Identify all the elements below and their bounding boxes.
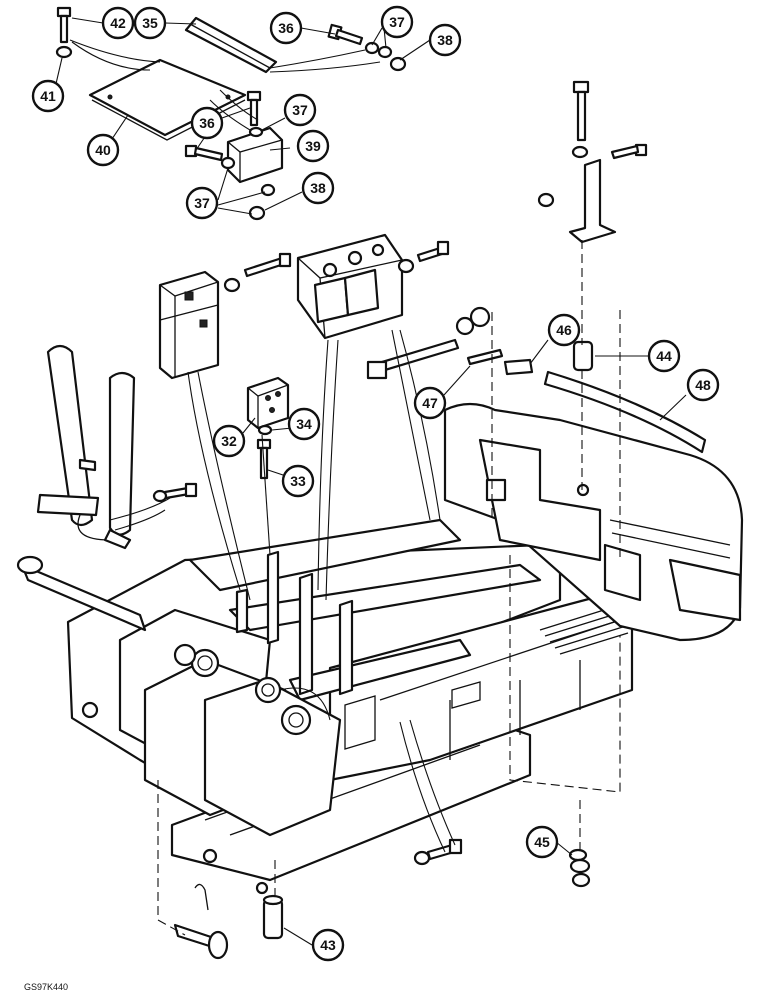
shim-strip: [543, 370, 707, 454]
callout-36-top: 36: [269, 11, 303, 45]
pin-47: [466, 348, 504, 366]
callout-37-low: 37: [185, 186, 219, 220]
svg-text:36: 36: [278, 20, 294, 36]
svg-text:44: 44: [656, 348, 672, 364]
callout-37-mid: 37: [283, 93, 317, 127]
angle-bracket-right: [568, 158, 617, 244]
svg-text:34: 34: [296, 416, 312, 432]
callout-37-top: 37: [380, 5, 414, 39]
svg-text:38: 38: [437, 32, 453, 48]
svg-text:38: 38: [310, 180, 326, 196]
sleeve-44: [572, 340, 594, 372]
angle-bracket-39: [226, 126, 284, 184]
bolt-36-top: [327, 23, 364, 46]
connection-curves: [69, 39, 456, 853]
callout-43: 43: [311, 928, 345, 962]
bolt-ladder: [163, 482, 198, 500]
callout-32: 32: [212, 424, 246, 458]
svg-text:43: 43: [320, 937, 336, 953]
callout-45: 45: [525, 825, 559, 859]
svg-text:35: 35: [142, 15, 158, 31]
counterweight: [443, 402, 744, 642]
bolt-valve-left: [243, 252, 292, 278]
callout-40: 40: [86, 133, 120, 167]
callout-41: 41: [31, 79, 65, 113]
bolt-36-left: [184, 144, 224, 162]
svg-text:45: 45: [534, 834, 550, 850]
bolt-42: [56, 6, 72, 44]
long-tie-bolt: [366, 338, 460, 380]
callout-48: 48: [686, 368, 720, 402]
svg-text:39: 39: [305, 138, 321, 154]
callout-46: 46: [547, 313, 581, 347]
callout-44: 44: [647, 339, 681, 373]
svg-text:36: 36: [199, 115, 215, 131]
callout-38-low: 38: [301, 171, 335, 205]
callout-34: 34: [287, 407, 321, 441]
svg-text:37: 37: [292, 102, 308, 118]
svg-text:33: 33: [290, 473, 306, 489]
callout-47: 47: [413, 386, 447, 420]
callout-33: 33: [281, 464, 315, 498]
callout-42: 42: [101, 6, 135, 40]
svg-text:41: 41: [40, 88, 56, 104]
svg-text:37: 37: [194, 195, 210, 211]
spacer-46: [503, 358, 534, 376]
svg-text:48: 48: [695, 377, 711, 393]
callout-36-mid: 36: [190, 106, 224, 140]
callout-38-top: 38: [428, 23, 462, 57]
mounting-strap: [184, 16, 278, 74]
access-step-ladder: [36, 344, 136, 550]
bolt-valve-right: [416, 240, 450, 263]
leader-lines: [54, 17, 687, 946]
svg-text:46: 46: [556, 322, 572, 338]
valve-block-small: [246, 376, 290, 430]
clevis-pin: [173, 883, 229, 960]
callout-39: 39: [296, 129, 330, 163]
main-frame: [16, 518, 634, 895]
svg-text:40: 40: [95, 142, 111, 158]
assembly-guide-lines: [157, 240, 621, 936]
pin-43: [262, 894, 284, 940]
nuts-washers: [55, 41, 591, 888]
svg-text:47: 47: [422, 395, 438, 411]
figure-code: GS97K440: [24, 982, 68, 992]
callout-35: 35: [133, 6, 167, 40]
svg-text:32: 32: [221, 433, 237, 449]
bolt-right-side: [610, 143, 648, 160]
control-valve-left: [158, 270, 220, 380]
control-valve-stack: [296, 233, 404, 340]
bolt-lower: [426, 838, 463, 861]
bolt-36-mid: [246, 90, 262, 127]
bolt-right-long: [572, 80, 590, 142]
svg-text:37: 37: [389, 14, 405, 30]
svg-text:42: 42: [110, 15, 126, 31]
